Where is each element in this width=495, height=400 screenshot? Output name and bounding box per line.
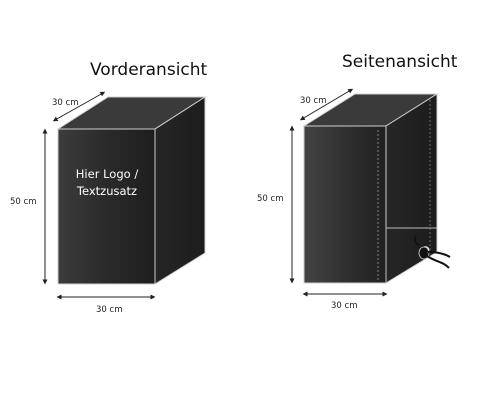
front-width-label: 30 cm	[96, 305, 122, 315]
front-box-side	[154, 96, 206, 285]
side-view-title: Seitenansicht	[342, 52, 458, 72]
front-depth-arrow	[52, 91, 106, 122]
logo-text-line2: Textzusatz	[76, 184, 137, 198]
side-box-side-panel	[385, 93, 438, 284]
front-height-label: 50 cm	[10, 197, 36, 207]
front-box-face	[57, 128, 156, 285]
front-view-title: Vorderansicht	[90, 60, 208, 80]
logo-text-line1: Hier Logo /	[76, 167, 139, 181]
side-width-label: 30 cm	[331, 301, 357, 311]
front-depth-label: 30 cm	[52, 98, 78, 108]
side-depth-label: 30 cm	[300, 96, 326, 106]
side-box	[302, 93, 439, 284]
side-box-face	[303, 125, 387, 284]
drawstring-icon	[414, 235, 451, 269]
side-height-label: 50 cm	[257, 194, 283, 204]
side-depth-arrow	[299, 88, 354, 121]
